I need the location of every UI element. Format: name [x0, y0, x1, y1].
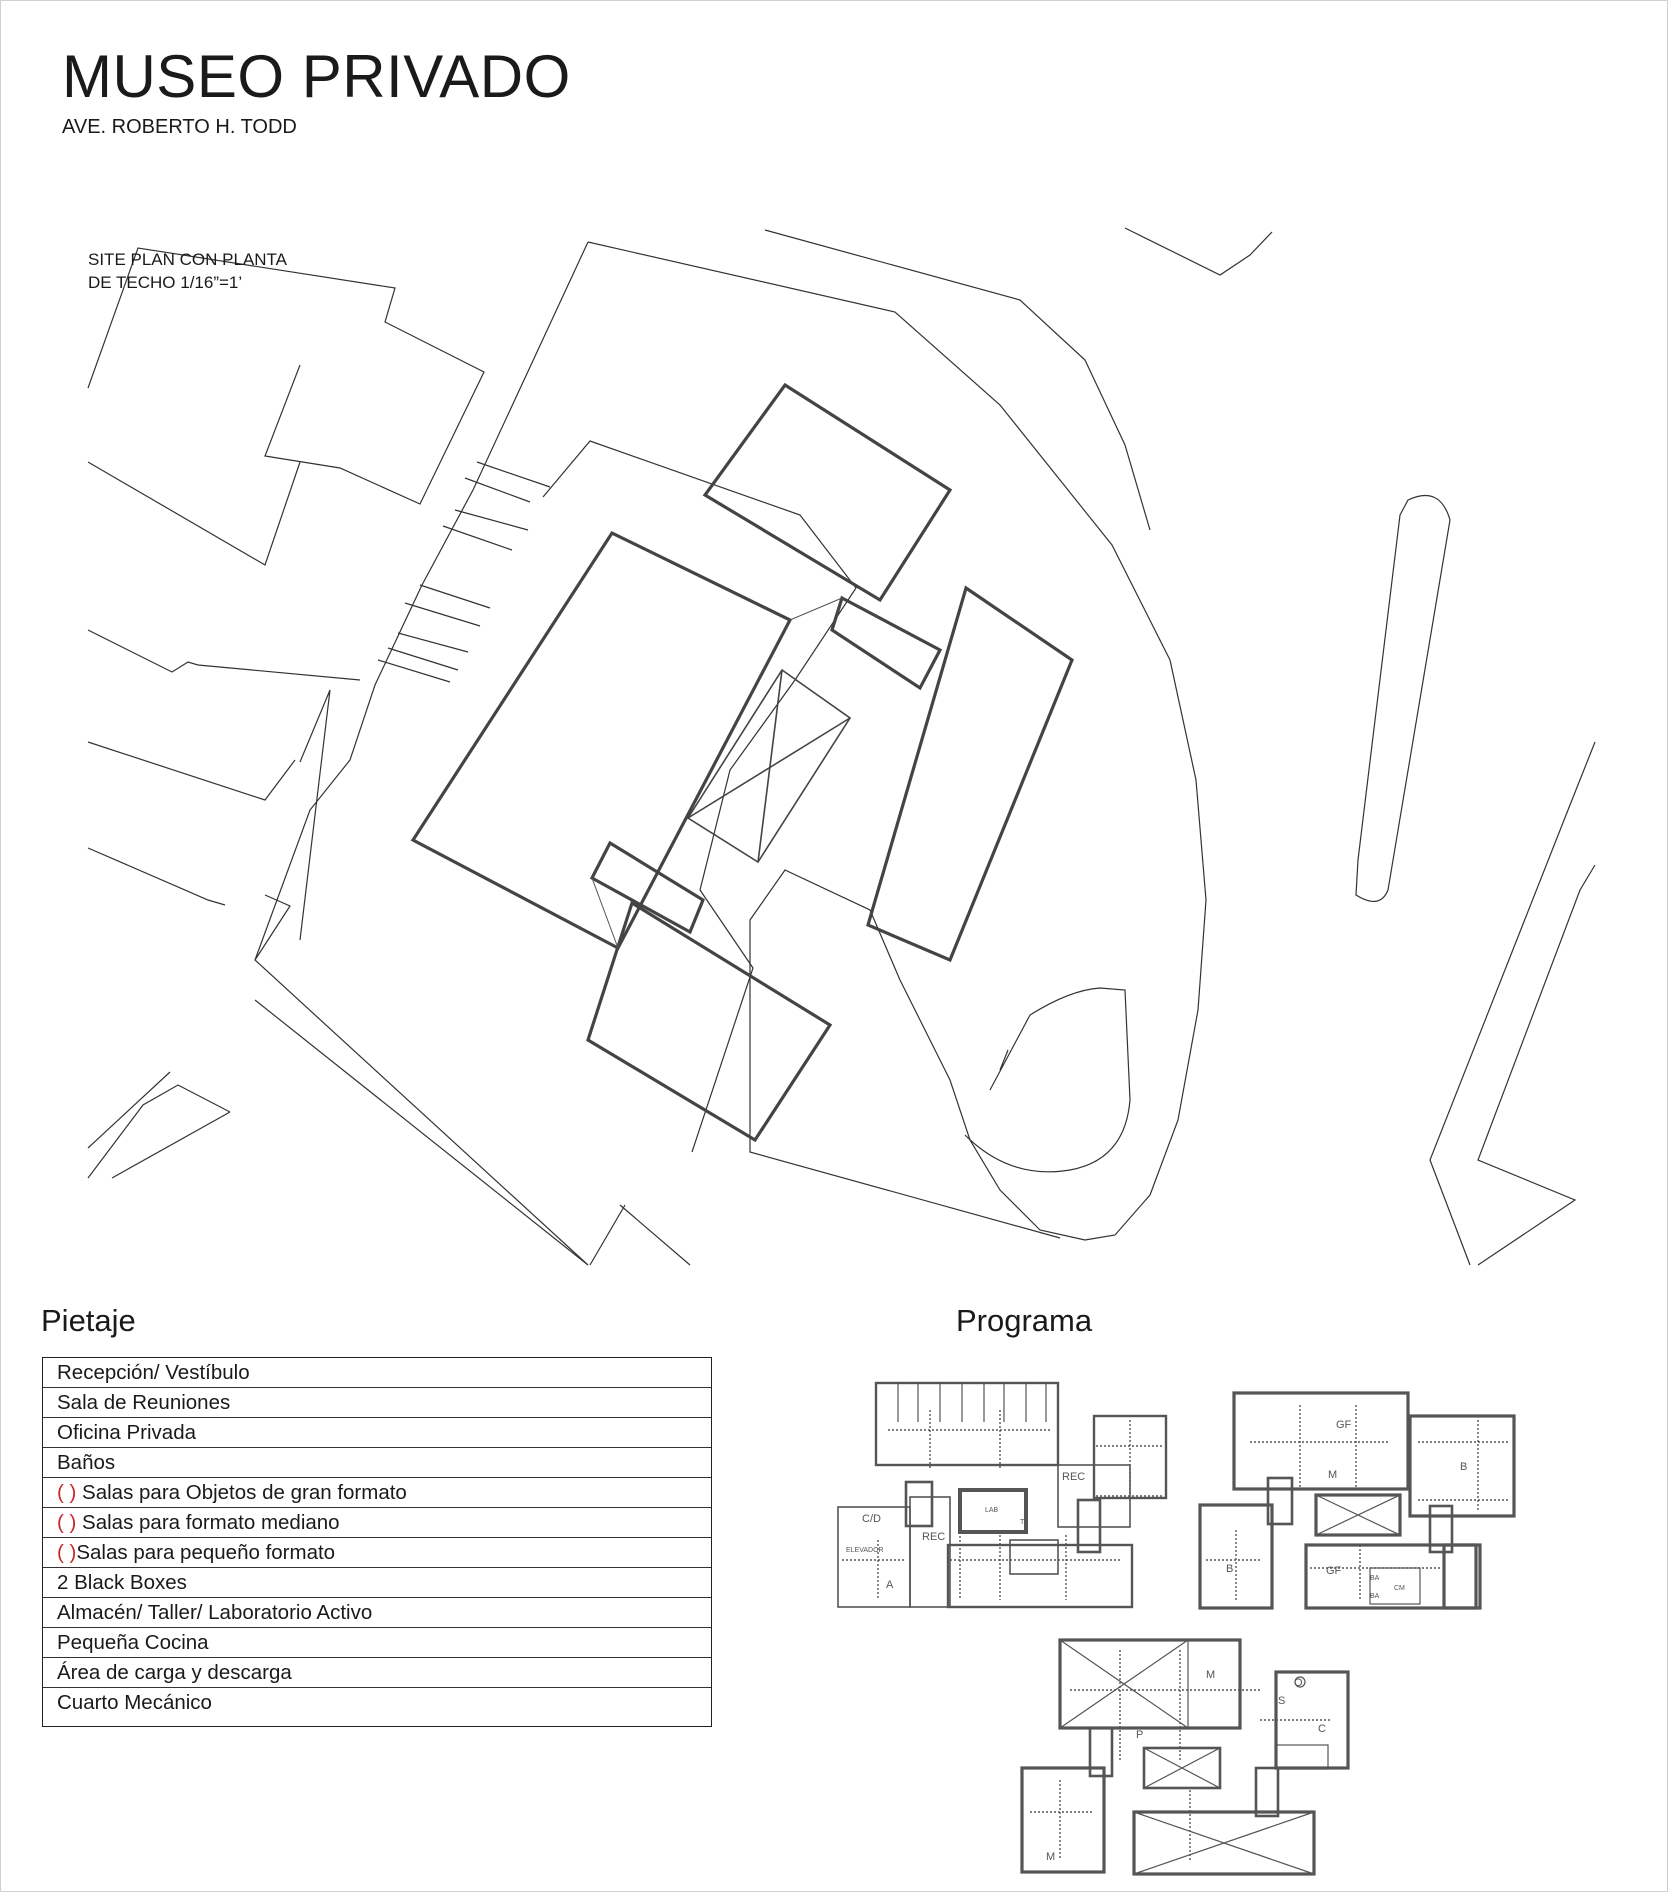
parcel-line — [87, 629, 361, 681]
pietaje-row: Almacén/ Taller/ Laboratorio Activo — [43, 1598, 711, 1628]
skylight-frame-south — [589, 840, 705, 935]
parcel-line — [87, 247, 485, 505]
page-title: MUSEO PRIVADO — [62, 43, 571, 110]
pietaje-row-label: Sala de Reuniones — [57, 1391, 231, 1414]
plan1-label-rec: REC — [922, 1531, 945, 1543]
parcel-line — [1477, 864, 1596, 1266]
pietaje-row: Sala de Reuniones — [43, 1388, 711, 1418]
pietaje-heading: Pietaje — [41, 1303, 136, 1338]
plan1-label-elevador: ELEVADOR — [846, 1547, 884, 1554]
plan3-label-m-top: M — [1206, 1669, 1215, 1681]
building-wing-south — [586, 900, 833, 1143]
plan1-label-a: A — [886, 1579, 894, 1591]
plan2-label-cm: CM — [1394, 1585, 1405, 1592]
pietaje-row-label: Cuarto Mecánico — [57, 1691, 212, 1714]
pietaje-row-count: ( ) — [57, 1511, 77, 1534]
parcel-line — [299, 689, 331, 941]
plan1-label-rec-top: REC — [1062, 1471, 1085, 1483]
pietaje-row-label: Salas para Objetos de gran formato — [76, 1481, 407, 1504]
pietaje-row-label: Pequeña Cocina — [57, 1631, 209, 1654]
plan2-label-m: M — [1328, 1469, 1337, 1481]
pietaje-row: ( ) Salas para Objetos de gran formato — [43, 1478, 711, 1508]
site-plan-drawing — [87, 227, 1596, 1266]
parcel-line — [87, 461, 301, 566]
plan2-label-b-left: B — [1226, 1563, 1233, 1575]
pietaje-row-label: Salas para pequeño formato — [76, 1541, 336, 1564]
central-skylight — [686, 668, 852, 864]
site-plan-label-line2: DE TECHO 1/16”=1’ — [88, 273, 243, 292]
site-boundary — [764, 229, 1151, 531]
pietaje-row: Cuarto Mecánico — [43, 1688, 711, 1726]
pietaje-row: ( ) Salas para formato mediano — [43, 1508, 711, 1538]
pietaje-row-label: Recepción/ Vestíbulo — [57, 1361, 250, 1384]
pietaje-row: Área de carga y descarga — [43, 1658, 711, 1688]
plan3-label-c: C — [1318, 1723, 1326, 1735]
skylight-frame-north — [830, 595, 943, 691]
site-plan-label: SITE PLAN CON PLANTA DE TECHO 1/16”=1’ — [88, 248, 287, 294]
pietaje-row-label: Oficina Privada — [57, 1421, 197, 1444]
plan2-label-gf: GF — [1326, 1565, 1342, 1577]
plan3-label-p: P — [1136, 1729, 1143, 1741]
page-subtitle: AVE. ROBERTO H. TODD — [62, 116, 297, 138]
parcel-line — [87, 1084, 231, 1179]
plan3-label-m-bottom: M — [1046, 1851, 1055, 1863]
parcel-line — [1429, 741, 1596, 1266]
parcel-line — [619, 1204, 691, 1266]
bridge-stripes — [377, 461, 551, 683]
pietaje-row: Recepción/ Vestíbulo — [43, 1358, 711, 1388]
pietaje-row: 2 Black Boxes — [43, 1568, 711, 1598]
plan1-label-t: T — [1020, 1519, 1025, 1526]
road-curve — [964, 987, 1131, 1173]
pietaje-row: Baños — [43, 1448, 711, 1478]
parcel-line — [254, 999, 589, 1266]
island — [1355, 495, 1451, 902]
parcel-line — [589, 1204, 626, 1266]
parcel-line — [87, 741, 296, 801]
building-wing-east — [866, 585, 1074, 963]
floor-plan-2: GF M B B GF BA BA CM — [1198, 1391, 1516, 1610]
pietaje-row-count: ( ) — [57, 1481, 77, 1504]
programa-heading: Programa — [956, 1303, 1093, 1338]
floor-plan-1: REC C/D REC LAB T A ELEVADOR — [837, 1381, 1168, 1609]
pietaje-row-label: Área de carga y descarga — [57, 1661, 292, 1684]
pietaje-row: ( )Salas para pequeño formato — [43, 1538, 711, 1568]
plan1-label-lab: LAB — [985, 1507, 999, 1514]
plan2-label-gf-top: GF — [1336, 1419, 1352, 1431]
parcel-line — [1124, 227, 1273, 276]
parcel-line — [87, 847, 226, 906]
plaza-lines — [591, 597, 843, 949]
parcel-line — [111, 1111, 231, 1179]
pietaje-row-label: Almacén/ Taller/ Laboratorio Activo — [57, 1601, 373, 1624]
road-curve — [989, 1014, 1031, 1091]
parcel-line — [254, 894, 291, 961]
plan1-label-cd: C/D — [862, 1513, 881, 1525]
pietaje-row-label: 2 Black Boxes — [57, 1571, 187, 1594]
plan2-label-ba1: BA — [1370, 1575, 1380, 1582]
plan3-label-s: S — [1278, 1695, 1285, 1707]
plan2-label-ba2: BA — [1370, 1593, 1380, 1600]
pietaje-row: Pequeña Cocina — [43, 1628, 711, 1658]
pietaje-row-count: ( ) — [57, 1541, 77, 1564]
pietaje-row-label: Baños — [57, 1451, 116, 1474]
pietaje-row: Oficina Privada — [43, 1418, 711, 1448]
parcel-line — [87, 1071, 171, 1149]
site-boundary — [587, 241, 1207, 1241]
site-plan-label-line1: SITE PLAN CON PLANTA — [88, 250, 288, 269]
plan2-label-b-right: B — [1460, 1461, 1467, 1473]
plan3-label-o: O — [1294, 1677, 1303, 1689]
pietaje-row-label: Salas para formato mediano — [76, 1511, 340, 1534]
site-boundary — [254, 241, 589, 1266]
building-roof — [410, 382, 1074, 1143]
floor-plan-3: M O S C P M — [1020, 1638, 1350, 1876]
building-wing-north — [702, 382, 953, 603]
